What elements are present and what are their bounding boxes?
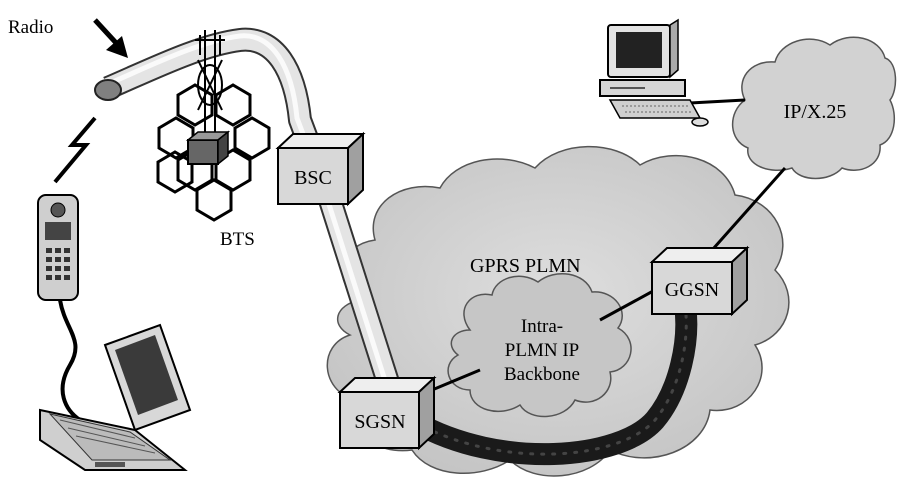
sgsn-node: SGSN — [337, 375, 437, 451]
backbone-label-line3: Backbone — [504, 364, 580, 385]
bts-label: BTS — [220, 229, 255, 250]
laptop-icon — [39, 323, 192, 471]
desktop-computer-icon — [599, 18, 709, 127]
bsc-label: BSC — [294, 167, 332, 189]
mobile-phone-icon — [37, 194, 79, 301]
pc-ipx25-line — [689, 98, 746, 105]
bts-cells — [156, 83, 271, 222]
backbone-cloud — [447, 273, 632, 418]
radio-arrow — [93, 18, 128, 58]
ggsn-ipx25-line — [703, 167, 787, 259]
radio-bsc-sgsn-pipe — [94, 27, 404, 399]
ip-x25-label: IP/X.25 — [784, 101, 847, 123]
sgsn-label: SGSN — [354, 411, 405, 433]
bts-antenna-icon — [195, 30, 225, 140]
backbone-label-line1: Intra- — [521, 316, 563, 337]
radio-label: Radio — [8, 17, 53, 38]
ip-x25-cloud — [731, 36, 897, 180]
ggsn-node: GGSN — [649, 245, 750, 317]
radio-link-bolt-icon — [53, 116, 97, 184]
ggsn-backbone-line — [599, 288, 656, 322]
phone-laptop-cable — [58, 299, 82, 422]
gprs-plmn-label: GPRS PLMN — [470, 255, 581, 277]
ggsn-label: GGSN — [665, 279, 719, 301]
backbone-label-line2: PLMN IP — [505, 340, 579, 361]
bsc-node: BSC — [275, 131, 366, 207]
bts-box — [185, 130, 231, 166]
